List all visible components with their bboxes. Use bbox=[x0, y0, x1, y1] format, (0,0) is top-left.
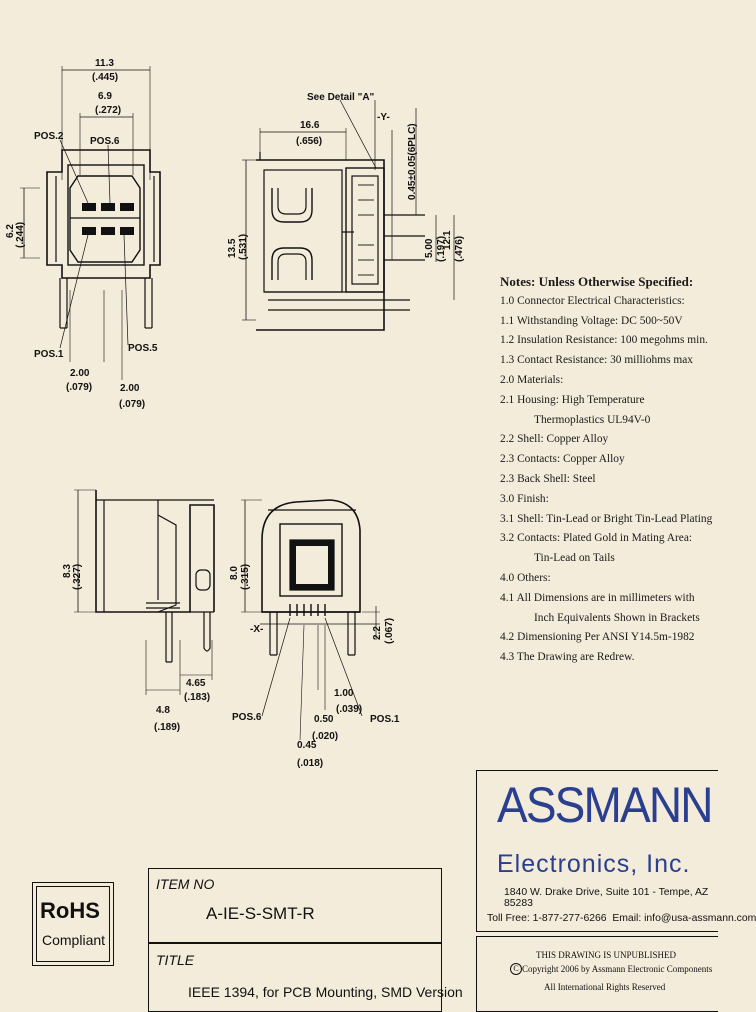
copyright-symbol: C bbox=[510, 963, 522, 975]
company-subname: Electronics, Inc. bbox=[497, 850, 691, 878]
company-block bbox=[476, 770, 718, 932]
notes-line: 2.0 Materials: bbox=[500, 373, 564, 386]
label-x-datum: -X- bbox=[250, 624, 263, 635]
notes-heading: Notes: Unless Otherwise Specified: bbox=[500, 274, 694, 289]
top-view bbox=[20, 66, 161, 380]
dim-top-inner-in: (.272) bbox=[95, 105, 121, 116]
dim-top-inner: 6.9 bbox=[98, 91, 112, 102]
notes-line: Tin-Lead on Tails bbox=[534, 552, 615, 565]
notes-list: 1.0 Connector Electrical Characteristics… bbox=[500, 292, 715, 668]
dim-rear-22-in: (.067) bbox=[384, 618, 395, 644]
dim-rear-height-in: (.315) bbox=[240, 564, 251, 590]
dim-front-465-in: (.183) bbox=[184, 692, 210, 703]
dim-side-500: 5.00 bbox=[424, 238, 435, 258]
dim-side-121: 12.1 bbox=[442, 230, 453, 250]
item-no-label: ITEM NO bbox=[156, 876, 215, 892]
item-no-value: A-IE-S-SMT-R bbox=[206, 904, 315, 923]
notes-panel: Notes: Unless Otherwise Specified: 1.0 C… bbox=[500, 272, 715, 668]
dim-side-height-in: (.531) bbox=[238, 234, 249, 260]
dim-rear-22: 2.2 bbox=[372, 626, 383, 640]
dim-top-width-in: (.445) bbox=[92, 72, 118, 83]
dim-rear-050-in: (.020) bbox=[312, 731, 338, 742]
dim-pitch2-in: (.079) bbox=[119, 399, 145, 410]
dim-side-121-in: (.476) bbox=[454, 236, 465, 262]
notes-line: 1.2 Insulation Resistance: 100 megohms m… bbox=[500, 334, 708, 347]
notes-line: 1.1 Withstanding Voltage: DC 500~50V bbox=[500, 314, 683, 327]
front-view bbox=[74, 489, 215, 695]
label-pos2: POS.2 bbox=[34, 131, 64, 142]
notes-line: 1.0 Connector Electrical Characteristics… bbox=[500, 294, 685, 307]
notes-line: Thermoplastics UL94V-0 bbox=[534, 413, 651, 426]
dim-rear-045-in: (.018) bbox=[297, 758, 323, 769]
label-rear-pos6: POS.6 bbox=[232, 712, 262, 723]
notes-line: 1.3 Contact Resistance: 30 milliohms max bbox=[500, 354, 693, 367]
notes-line: 2.1 Housing: High Temperature bbox=[500, 393, 645, 406]
dim-side-500-in: (.197) bbox=[436, 236, 447, 262]
dim-front-height-in: (.327) bbox=[72, 564, 83, 590]
label-pos6: POS.6 bbox=[90, 136, 120, 147]
company-logo: ASSMANN bbox=[497, 777, 713, 833]
rohs-badge bbox=[32, 882, 114, 966]
dim-rear-100: 1.00 bbox=[334, 688, 354, 699]
dim-top-height-in: (.244) bbox=[15, 222, 26, 248]
dim-front-height: 8.3 bbox=[62, 564, 73, 578]
company-contact: Toll Free: 1-877-277-6266 Email: info@us… bbox=[487, 913, 756, 924]
notes-line: 4.3 The Drawing are Redrew. bbox=[500, 651, 635, 664]
dim-top-width: 11.3 bbox=[95, 58, 114, 69]
rear-view bbox=[241, 499, 380, 741]
side-view bbox=[242, 99, 455, 331]
dim-side-height: 13.5 bbox=[227, 238, 238, 258]
rohs-inner-border bbox=[36, 886, 110, 962]
label-rear-pos1: POS.1 bbox=[370, 714, 400, 725]
dim-side-tolerance: 0.45±0.05(6PLC) bbox=[407, 123, 418, 200]
item-no-block bbox=[148, 868, 442, 944]
title-value: IEEE 1394, for PCB Mounting, SMD Version bbox=[188, 984, 463, 1000]
technical-drawing: 11.3 (.445) 6.9 (.272) POS.2 POS.6 POS.1… bbox=[5, 58, 465, 769]
dim-top-height: 6.2 bbox=[5, 224, 16, 238]
notes-line: 2.2 Shell: Copper Alloy bbox=[500, 433, 609, 446]
notes-line: 3.0 Finish: bbox=[500, 492, 549, 505]
dim-pitch1-in: (.079) bbox=[66, 382, 92, 393]
title-label: TITLE bbox=[156, 952, 195, 968]
notes-line: 4.0 Others: bbox=[500, 571, 551, 584]
dim-pitch1: 2.00 bbox=[70, 368, 90, 379]
label-y-datum: -Y- bbox=[377, 112, 390, 123]
notes-line: 3.2 Contacts: Plated Gold in Mating Area… bbox=[500, 532, 693, 545]
dim-side-length: 16.6 bbox=[300, 120, 320, 131]
notes-line: 2.3 Back Shell: Steel bbox=[500, 472, 596, 485]
notes-line: 3.1 Shell: Tin-Lead or Bright Tin-Lead P… bbox=[500, 512, 713, 525]
dim-rear-100-in: (.039) bbox=[336, 704, 362, 715]
copyright-notice: Copyright 2006 by Assmann Electronic Com… bbox=[522, 964, 713, 974]
dim-rear-050: 0.50 bbox=[314, 714, 334, 725]
dim-rear-045: 0.45 bbox=[297, 740, 317, 751]
dim-front-465: 4.65 bbox=[186, 678, 206, 689]
dim-front-48-in: (.189) bbox=[154, 722, 180, 733]
company-address: 1840 W. Drake Drive, Suite 101 - Tempe, … bbox=[504, 887, 709, 909]
label-pos1: POS.1 bbox=[34, 349, 64, 360]
rohs-title: RoHS bbox=[40, 898, 100, 923]
notes-line: 4.2 Dimensioning Per ANSI Y14.5m-1982 bbox=[500, 631, 695, 644]
notes-line: 2.3 Contacts: Copper Alloy bbox=[500, 453, 625, 466]
notes-line: Inch Equivalents Shown in Brackets bbox=[534, 611, 700, 624]
notes-line: 4.1 All Dimensions are in millimeters wi… bbox=[500, 591, 695, 604]
unpublished-notice: THIS DRAWING IS UNPUBLISHED bbox=[536, 950, 677, 960]
rohs-subtitle: Compliant bbox=[42, 932, 106, 948]
dim-pitch2: 2.00 bbox=[120, 383, 140, 394]
dim-side-length-in: (.656) bbox=[296, 136, 322, 147]
dim-rear-height: 8.0 bbox=[229, 566, 240, 580]
dim-front-48: 4.8 bbox=[156, 705, 170, 716]
label-see-detail: See Detail "A" bbox=[307, 92, 375, 103]
label-pos5: POS.5 bbox=[128, 343, 158, 354]
rights-notice: All International Rights Reserved bbox=[544, 982, 666, 992]
